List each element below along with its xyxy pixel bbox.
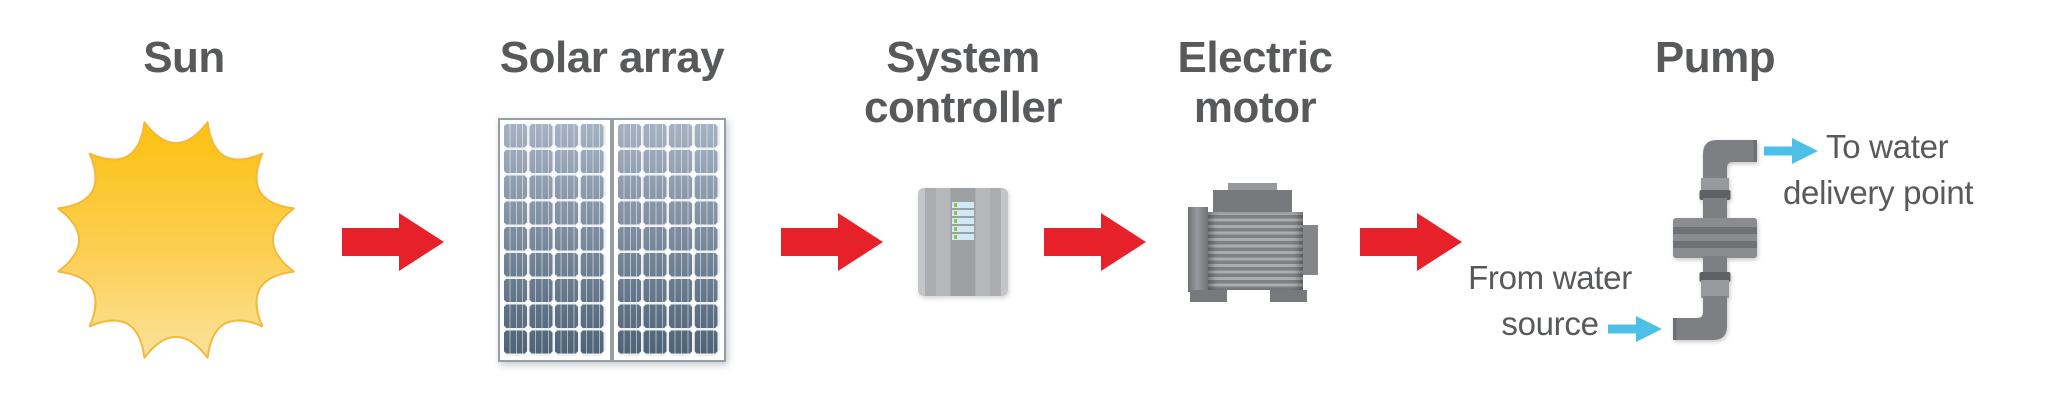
sun-label: Sun xyxy=(143,33,225,82)
water-in-arrow xyxy=(1608,316,1662,342)
flow-arrow-2 xyxy=(781,213,883,271)
electric-motor-label: Electric motor xyxy=(1130,33,1380,133)
pump-outlet-elbow xyxy=(1703,140,1757,180)
flow-arrow-1 xyxy=(342,213,444,271)
led-dot xyxy=(953,219,957,223)
controller-led-row xyxy=(952,210,974,216)
electric-motor-label-line1: Electric xyxy=(1177,33,1333,82)
system-controller-icon xyxy=(918,188,1008,296)
system-controller-label-line1: System xyxy=(886,33,1040,82)
solar-panel-left-cells xyxy=(504,124,606,356)
from-water-line2: source xyxy=(1501,305,1599,342)
solar-panel-right xyxy=(612,118,726,362)
to-water-line2: delivery point xyxy=(1783,174,1974,211)
pump-lower-pipe xyxy=(1703,256,1727,274)
sun-icon xyxy=(57,121,295,359)
pump-inlet-elbow xyxy=(1673,296,1727,340)
controller-led-row xyxy=(952,226,974,232)
flow-arrow-4 xyxy=(1360,213,1462,271)
led-dot xyxy=(953,235,957,239)
pump-upper-ring xyxy=(1699,190,1731,200)
controller-led-row xyxy=(952,218,974,224)
controller-display xyxy=(952,202,974,240)
motor-foot-left xyxy=(1190,290,1227,302)
pump-body-stripe xyxy=(1673,241,1757,248)
motor-ribbed-body xyxy=(1208,212,1303,290)
motor-shaft xyxy=(1303,225,1318,275)
electric-motor-label-line2: motor xyxy=(1193,83,1317,132)
system-controller-label-line2: controller xyxy=(864,83,1062,132)
pump-inlet-end xyxy=(1673,318,1677,340)
from-water-line1: From water xyxy=(1468,259,1632,296)
solar-array-icon xyxy=(498,118,726,362)
motor-top-cap xyxy=(1228,183,1277,191)
pump-outlet-end xyxy=(1753,140,1757,162)
led-dot xyxy=(953,211,957,215)
pump-lower-sleeve xyxy=(1701,280,1729,298)
controller-led-row xyxy=(952,234,974,240)
pump-upper-pipe xyxy=(1703,198,1727,220)
pump-body-stripe xyxy=(1673,227,1757,234)
pump-body xyxy=(1673,218,1757,258)
controller-led-row xyxy=(952,202,974,208)
flow-arrow-3 xyxy=(1044,213,1146,271)
system-controller-label: System controller xyxy=(838,33,1088,133)
led-dot xyxy=(953,203,957,207)
motor-foot-right xyxy=(1270,290,1307,302)
pump-icon xyxy=(1673,140,1757,340)
to-water-line1: To water xyxy=(1826,128,1949,165)
motor-junction-box xyxy=(1213,190,1292,212)
pump-lower-ring xyxy=(1699,272,1731,282)
water-out-arrow xyxy=(1764,138,1818,164)
led-dot xyxy=(953,227,957,231)
from-water-annotation: From water source xyxy=(1440,255,1660,347)
motor-end-cap xyxy=(1188,207,1208,292)
solar-array-label: Solar array xyxy=(499,33,725,82)
electric-motor-icon xyxy=(1186,181,1320,302)
solar-panel-right-cells xyxy=(618,124,720,356)
solar-panel-left xyxy=(498,118,612,362)
pump-label: Pump xyxy=(1654,33,1776,82)
